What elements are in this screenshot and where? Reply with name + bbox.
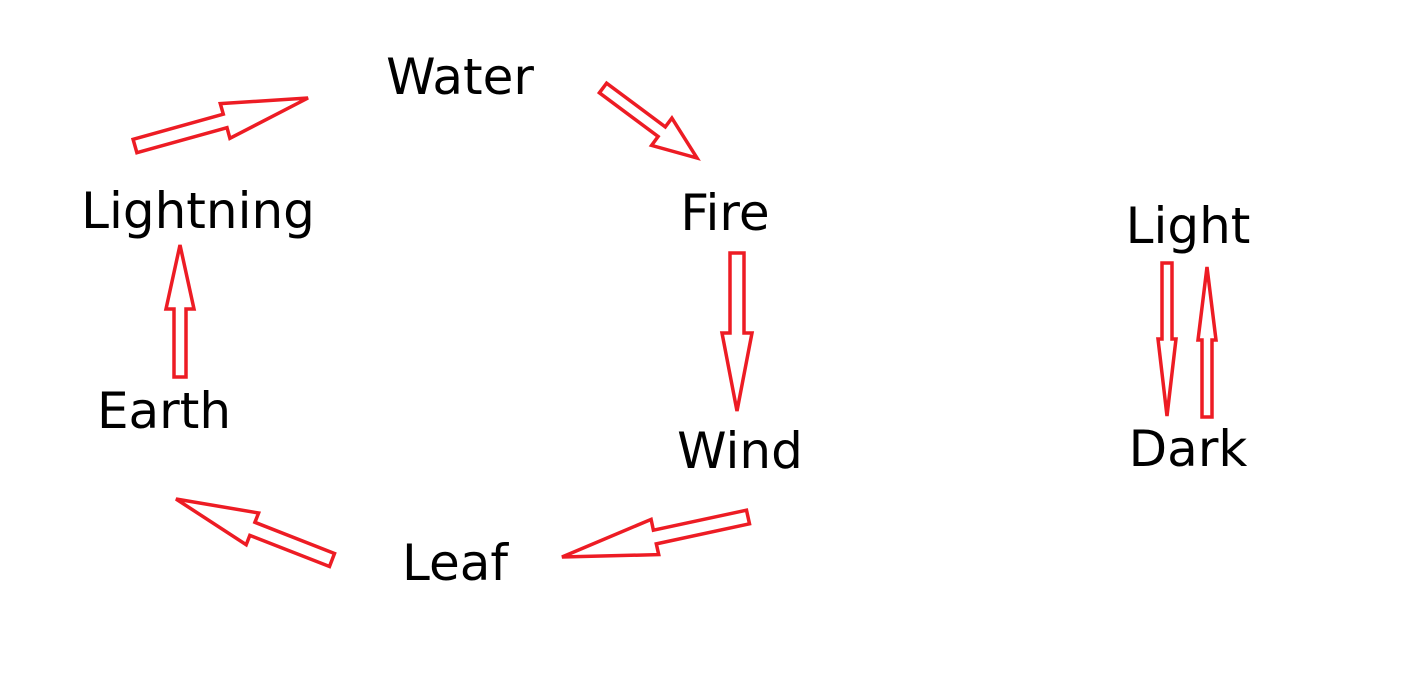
arrow-light-to-dark — [1156, 261, 1178, 417]
node-fire: Fire — [680, 184, 770, 242]
arrow-leaf-to-earth — [175, 497, 337, 569]
node-leaf: Leaf — [402, 534, 508, 592]
node-earth: Earth — [96, 382, 232, 440]
node-water: Water — [386, 48, 534, 106]
arrow-wind-to-leaf — [561, 508, 752, 559]
arrow-lightning-to-water — [130, 96, 309, 155]
arrow-water-to-fire — [596, 80, 701, 161]
node-dark: Dark — [1128, 420, 1248, 478]
arrow-dark-to-light — [1196, 266, 1218, 419]
arrow-earth-to-lightning — [163, 244, 197, 379]
node-lightning: Lightning — [81, 182, 315, 240]
arrow-fire-to-wind — [719, 251, 755, 412]
node-wind: Wind — [677, 422, 803, 480]
node-light: Light — [1125, 197, 1251, 255]
